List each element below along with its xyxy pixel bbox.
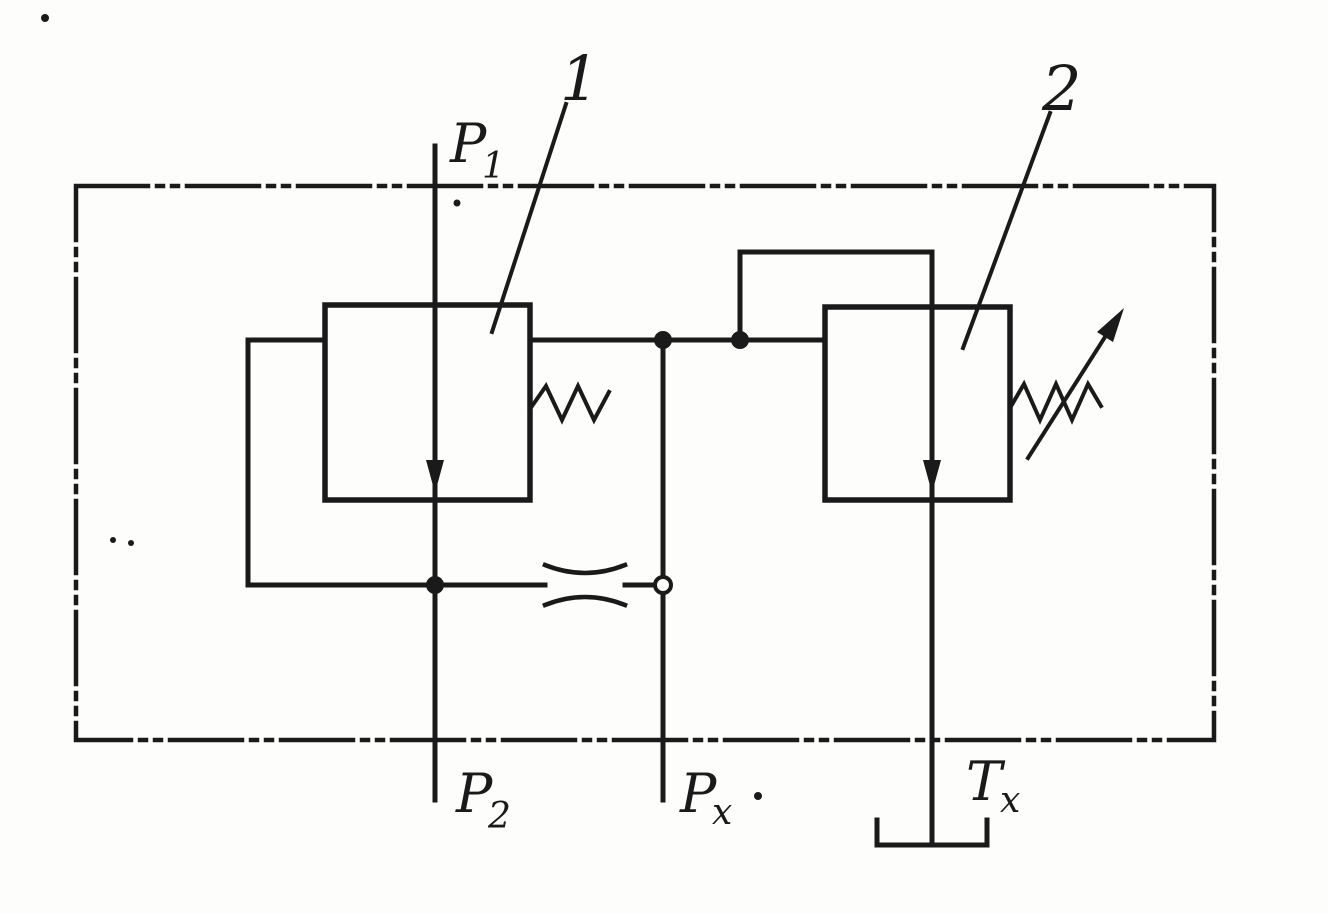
junction-dot-pilot1 — [426, 576, 444, 594]
port-label-px: P — [679, 762, 718, 825]
valve1-pilot-line — [245, 337, 438, 588]
orifice-arc-bottom — [542, 594, 628, 608]
port-label-p1-sub: 1 — [482, 146, 505, 187]
enclosure-boundary — [73, 183, 1217, 743]
orifice-arc-top — [542, 562, 628, 576]
valve2-pilot-line — [737, 249, 935, 343]
valve2-body — [822, 304, 1013, 503]
scan-specks — [41, 14, 762, 800]
port-label-tx-sub: x — [1000, 780, 1020, 821]
port-label-p2: P — [455, 762, 494, 825]
valve2-adjust-arrow-shaft — [1025, 323, 1115, 461]
component-label-1: 1 — [560, 42, 599, 115]
port-label-px-sub: x — [712, 792, 732, 833]
component-label-2: 2 — [1041, 52, 1081, 125]
port-label-tx: T — [966, 750, 1006, 813]
junction-dot-pilot2 — [731, 331, 749, 349]
leader-line-valve2 — [960, 110, 1053, 351]
valve1-flow-arrow — [426, 460, 444, 493]
valve2-flow-arrow — [923, 460, 941, 493]
valve2-spring — [1007, 379, 1104, 425]
port-label-p1: P — [449, 112, 488, 175]
junction-open-circle — [653, 575, 673, 595]
valve2-adjust-arrow-head — [1097, 308, 1124, 342]
valve1-body — [322, 302, 533, 503]
junction-dot-px — [654, 331, 672, 349]
valve1-spring — [527, 381, 612, 425]
leader-line-valve1 — [489, 101, 569, 335]
tank-symbol — [874, 817, 990, 848]
port-label-p2-sub: 2 — [487, 796, 511, 837]
